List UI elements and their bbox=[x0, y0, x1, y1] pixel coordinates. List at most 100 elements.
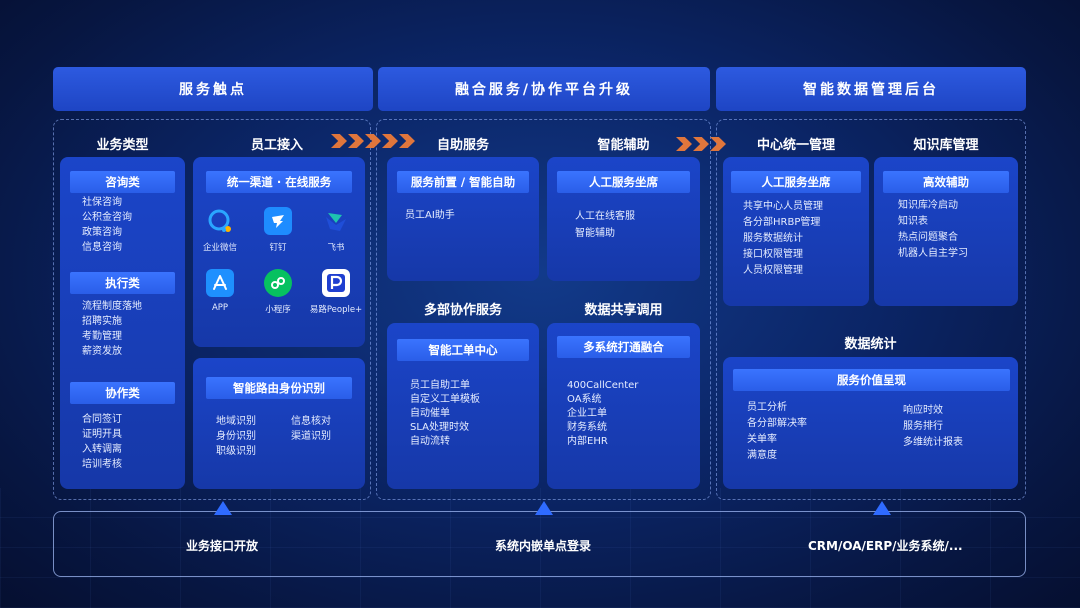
list-item: 渠道识别 bbox=[291, 431, 331, 442]
routing-card: 智能路由身份识别 地域识别 身份识别 职级识别 信息核对 渠道识别 bbox=[193, 358, 365, 489]
list-item: 各分部解决率 bbox=[747, 418, 807, 429]
app-label: 小程序 bbox=[265, 305, 291, 315]
system-fusion-items: 400CallCenter OA系统 企业工单 财务系统 内部EHR bbox=[567, 379, 638, 449]
list-item: 内部EHR bbox=[567, 436, 608, 447]
title-data-statistics: 数据统计 bbox=[844, 337, 897, 352]
bottom-label-systems: CRM/OA/ERP/业务系统/... bbox=[808, 539, 963, 553]
list-item: 企业工单 bbox=[567, 408, 607, 419]
list-item: 知识库冷启动 bbox=[898, 200, 958, 211]
list-item: 关单率 bbox=[747, 434, 777, 445]
channel-pill: 统一渠道 · 在线服务 bbox=[206, 171, 352, 193]
title-business-types: 业务类型 bbox=[96, 138, 149, 153]
list-item: 考勤管理 bbox=[82, 331, 122, 342]
knowledge-base-pill: 高效辅助 bbox=[883, 171, 1009, 193]
list-item: 响应时效 bbox=[903, 405, 943, 416]
list-item: 各分部HRBP管理 bbox=[743, 217, 821, 228]
consult-items: 社保咨询 公积金咨询 政策咨询 信息咨询 bbox=[82, 195, 132, 255]
list-item: 知识表 bbox=[898, 216, 928, 227]
flow-arrow-1 bbox=[331, 134, 415, 148]
type-pill-collab: 协作类 bbox=[70, 382, 175, 404]
list-item: 合同签订 bbox=[82, 414, 122, 425]
central-management-items: 共享中心人员管理 各分部HRBP管理 服务数据统计 接口权限管理 人员权限管理 bbox=[743, 199, 823, 279]
list-item: 身份识别 bbox=[216, 431, 256, 442]
header-label: 服务触点 bbox=[179, 82, 247, 98]
wecom-icon bbox=[206, 207, 234, 235]
list-item: 入转调离 bbox=[82, 444, 122, 455]
smart-assist-pill: 人工服务坐席 bbox=[557, 171, 690, 193]
title-smart-assist: 智能辅助 bbox=[597, 138, 650, 153]
header-service-touchpoints: 服务触点 bbox=[53, 67, 373, 111]
list-item: 共享中心人员管理 bbox=[743, 201, 823, 212]
list-item: 服务排行 bbox=[903, 421, 943, 432]
app-label: 易路People+ bbox=[309, 305, 363, 315]
channel-card: 统一渠道 · 在线服务 企业微信 钉钉 飞书 APP 小程序 易路People bbox=[193, 157, 365, 347]
up-arrow-icon bbox=[535, 501, 553, 515]
list-item: 培训考核 bbox=[82, 459, 122, 470]
ticket-center-items: 员工自助工单 自定义工单模板 自动催单 SLA处理时效 自动流转 bbox=[410, 379, 480, 449]
knowledge-base-card: 高效辅助 知识库冷启动 知识表 热点问题聚合 机器人自主学习 bbox=[874, 157, 1018, 306]
type-pill-consult: 咨询类 bbox=[70, 171, 175, 193]
ticket-center-card: 智能工单中心 员工自助工单 自定义工单模板 自动催单 SLA处理时效 自动流转 bbox=[387, 323, 539, 489]
list-item: 多维统计报表 bbox=[903, 437, 963, 448]
list-item: 人员权限管理 bbox=[743, 265, 803, 276]
list-item: 职级识别 bbox=[216, 446, 256, 457]
mini-program-icon bbox=[264, 269, 292, 297]
app-label: 飞书 bbox=[327, 243, 345, 253]
list-item: 员工自助工单 bbox=[410, 380, 470, 391]
header-label: 智能数据管理后台 bbox=[803, 82, 939, 98]
frame-platform bbox=[376, 119, 711, 500]
app-mini-program: 小程序 bbox=[256, 269, 300, 315]
title-central-management: 中心统一管理 bbox=[756, 138, 835, 153]
knowledge-base-items: 知识库冷启动 知识表 热点问题聚合 机器人自主学习 bbox=[898, 198, 968, 262]
collab-items: 合同签订 证明开具 入转调离 培训考核 bbox=[82, 412, 122, 472]
execute-items: 流程制度落地 招聘实施 考勤管理 薪资发放 bbox=[82, 299, 142, 359]
service-value-right-items: 响应时效 服务排行 多维统计报表 bbox=[903, 403, 963, 451]
title-collab-service: 多部协作服务 bbox=[423, 303, 502, 318]
list-item: 400CallCenter bbox=[567, 380, 639, 391]
feishu-icon bbox=[322, 207, 350, 235]
app-wecom: 企业微信 bbox=[198, 207, 242, 253]
list-item: 机器人自主学习 bbox=[898, 248, 968, 259]
app-feishu: 飞书 bbox=[314, 207, 358, 253]
app-people-plus: 易路People+ bbox=[308, 269, 364, 315]
list-item: 服务数据统计 bbox=[743, 233, 803, 244]
list-item: 公积金咨询 bbox=[82, 212, 132, 223]
title-self-service: 自助服务 bbox=[436, 138, 489, 153]
list-item: 自动流转 bbox=[410, 436, 450, 447]
title-knowledge-base: 知识库管理 bbox=[913, 138, 979, 153]
frame-backend bbox=[716, 119, 1026, 500]
routing-right-items: 信息核对 渠道识别 bbox=[291, 414, 331, 444]
list-item: 信息核对 bbox=[291, 416, 331, 427]
up-arrow-icon bbox=[873, 501, 891, 515]
list-item: 人工在线客服 bbox=[575, 211, 635, 222]
list-item: 证明开具 bbox=[82, 429, 122, 440]
smart-assist-card: 人工服务坐席 人工在线客服 智能辅助 bbox=[547, 157, 700, 281]
list-item: 招聘实施 bbox=[82, 316, 122, 327]
app-app: APP bbox=[198, 269, 242, 313]
list-item: 地域识别 bbox=[216, 416, 256, 427]
list-item: 自定义工单模板 bbox=[410, 394, 480, 405]
service-value-left-items: 员工分析 各分部解决率 关单率 满意度 bbox=[747, 400, 807, 464]
app-store-icon bbox=[206, 269, 234, 297]
list-item: 政策咨询 bbox=[82, 227, 122, 238]
list-item: 接口权限管理 bbox=[743, 249, 803, 260]
list-item: 流程制度落地 bbox=[82, 301, 142, 312]
routing-left-items: 地域识别 身份识别 职级识别 bbox=[216, 414, 256, 459]
service-value-pill: 服务价值呈现 bbox=[733, 369, 1010, 391]
bottom-label-sso: 系统内嵌单点登录 bbox=[495, 539, 592, 553]
frame-touchpoints bbox=[53, 119, 371, 500]
title-employee-access: 员工接入 bbox=[250, 138, 303, 153]
dingtalk-icon bbox=[264, 207, 292, 235]
self-service-card: 服务前置 / 智能自助 员工AI助手 bbox=[387, 157, 539, 281]
service-value-card: 服务价值呈现 员工分析 各分部解决率 关单率 满意度 响应时效 服务排行 多维统… bbox=[723, 357, 1018, 489]
list-item: 智能辅助 bbox=[575, 228, 615, 239]
app-label: 企业微信 bbox=[202, 243, 237, 253]
smart-assist-items: 人工在线客服 智能辅助 bbox=[575, 208, 635, 242]
flow-arrow-2 bbox=[676, 137, 726, 151]
type-pill-execute: 执行类 bbox=[70, 272, 175, 294]
list-item: 员工分析 bbox=[747, 402, 787, 413]
central-management-pill: 人工服务坐席 bbox=[731, 171, 861, 193]
system-fusion-card: 多系统打通融合 400CallCenter OA系统 企业工单 财务系统 内部E… bbox=[547, 323, 700, 489]
app-label: 钉钉 bbox=[269, 243, 287, 253]
bottom-label-interface-open: 业务接口开放 bbox=[186, 539, 259, 553]
